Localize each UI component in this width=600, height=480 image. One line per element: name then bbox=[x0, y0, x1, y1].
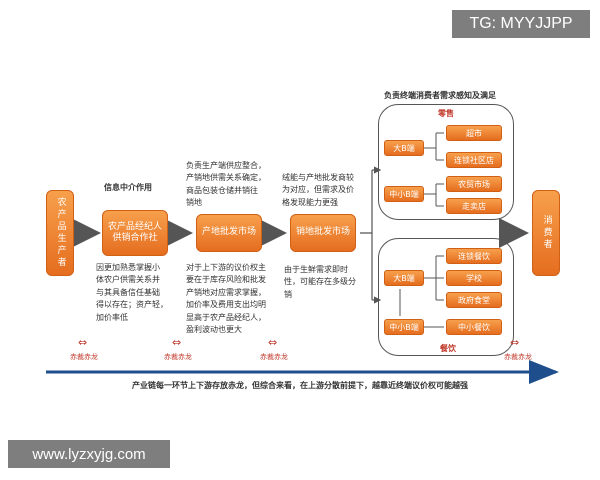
node-producer-label: 农产品生产者 bbox=[55, 197, 66, 269]
note-origin-bottom-text: 对于上下游的议价权主 要在于库存风险和批发 产销地对应需求掌握， 加价率及费用支… bbox=[186, 263, 266, 334]
label-catering-text: 餐饮 bbox=[440, 344, 456, 353]
retail-supermarket-label: 超市 bbox=[466, 128, 482, 138]
retail-street-vendor: 走卖店 bbox=[446, 198, 502, 214]
watermark-top-text: TG: MYYJJPP bbox=[469, 15, 573, 32]
node-sales-market: 销地批发市场 bbox=[290, 214, 356, 252]
catering-chain-restaurant: 连锁餐饮 bbox=[446, 248, 502, 264]
retail-farmers-market-label: 农贸市场 bbox=[458, 179, 490, 189]
retail-farmers-market: 农贸市场 bbox=[446, 176, 502, 192]
retail-large-b-label: 大B端 bbox=[393, 143, 415, 153]
red-label-2-text: 赤裁赤龙 bbox=[164, 353, 192, 361]
note-broker-desc: 因更加熟悉掌握小 体农户供需关系并 与其具备信任基础 得以存在；资产轻， 加价率… bbox=[96, 262, 186, 324]
catering-large-b: 大B端 bbox=[384, 270, 424, 286]
retail-small-b-label: 中小B端 bbox=[389, 189, 419, 199]
node-producer: 农产品生产者 bbox=[46, 190, 74, 276]
red-label-1-text: 赤裁赤龙 bbox=[70, 353, 98, 361]
node-origin-market-label: 产地批发市场 bbox=[201, 227, 256, 238]
note-sales-top: 绒能与产地批发商较 为对应，但需求及价 格发现能力更强 bbox=[282, 172, 374, 209]
label-catering: 餐饮 bbox=[440, 343, 456, 355]
node-sales-market-label: 销地批发市场 bbox=[295, 227, 350, 238]
catering-small-restaurant: 中小餐饮 bbox=[446, 319, 502, 335]
red-label-4: 赤裁赤龙 bbox=[504, 352, 532, 362]
note-info-intermediary-text: 信息中介作用 bbox=[104, 183, 152, 192]
watermark-top: TG: MYYJJPP bbox=[452, 10, 590, 38]
red-label-3-text: 赤裁赤龙 bbox=[260, 353, 288, 361]
red-arrow-1: ⇔ bbox=[78, 336, 88, 349]
label-retail: 零售 bbox=[438, 108, 454, 120]
retail-chain-store: 连锁社区店 bbox=[446, 152, 502, 168]
red-label-4-text: 赤裁赤龙 bbox=[504, 353, 532, 361]
retail-small-b: 中小B端 bbox=[384, 186, 424, 202]
node-origin-market: 产地批发市场 bbox=[196, 214, 262, 252]
catering-gov-canteen-label: 政府食堂 bbox=[458, 295, 490, 305]
label-retail-text: 零售 bbox=[438, 109, 454, 118]
group-retail bbox=[378, 104, 514, 220]
watermark-bottom: www.lyzxyjg.com bbox=[8, 440, 170, 468]
note-broker-desc-text: 因更加熟悉掌握小 体农户供需关系并 与其具备信任基础 得以存在；资产轻， 加价率… bbox=[96, 263, 168, 322]
red-arrow-2: ⇔ bbox=[172, 336, 182, 349]
retail-large-b: 大B端 bbox=[384, 140, 424, 156]
group-catering bbox=[378, 238, 514, 356]
catering-small-restaurant-label: 中小餐饮 bbox=[458, 322, 490, 332]
note-sales-top-text: 绒能与产地批发商较 为对应，但需求及价 格发现能力更强 bbox=[282, 173, 354, 207]
note-origin-bottom: 对于上下游的议价权主 要在于库存风险和批发 产销地对应需求掌握， 加价率及费用支… bbox=[186, 262, 284, 336]
bottom-caption-text: 产业链每一环节上下游存放赤龙，但综合来看，在上游分散前提下，越靠近终端议价权可能… bbox=[132, 381, 468, 390]
retail-chain-store-label: 连锁社区店 bbox=[454, 155, 494, 165]
catering-school-label: 学校 bbox=[466, 273, 482, 283]
retail-supermarket: 超市 bbox=[446, 125, 502, 141]
note-sales-bottom-text: 由于生鲜需求即时 性，可能存在多级分 销 bbox=[284, 265, 356, 299]
catering-large-b-label: 大B端 bbox=[393, 273, 415, 283]
note-retail-header: 负责终端消费者需求感知及满足 bbox=[384, 90, 496, 102]
watermark-bottom-text: www.lyzxyjg.com bbox=[32, 445, 146, 463]
catering-small-b: 中小B端 bbox=[384, 319, 424, 335]
red-label-2: 赤裁赤龙 bbox=[164, 352, 192, 362]
node-consumer: 消费者 bbox=[532, 190, 560, 276]
note-info-intermediary: 信息中介作用 bbox=[104, 182, 152, 194]
note-origin-top: 负责生产端供应整合， 产销地供需关系确定， 商品包装仓储并销往 销地 bbox=[186, 160, 286, 210]
bottom-caption: 产业链每一环节上下游存放赤龙，但综合来看，在上游分散前提下，越靠近终端议价权可能… bbox=[0, 380, 600, 392]
note-retail-header-text: 负责终端消费者需求感知及满足 bbox=[384, 91, 496, 100]
red-label-3: 赤裁赤龙 bbox=[260, 352, 288, 362]
node-consumer-label: 消费者 bbox=[541, 215, 552, 251]
red-arrow-3: ⇔ bbox=[268, 336, 278, 349]
node-broker: 农产品经纪人 供销合作社 bbox=[102, 210, 168, 256]
catering-small-b-label: 中小B端 bbox=[389, 322, 419, 332]
catering-chain-restaurant-label: 连锁餐饮 bbox=[458, 251, 490, 261]
catering-gov-canteen: 政府食堂 bbox=[446, 292, 502, 308]
branch-main bbox=[360, 170, 373, 300]
node-broker-label: 农产品经纪人 供销合作社 bbox=[107, 221, 162, 243]
red-arrow-4: ⇔ bbox=[510, 336, 520, 349]
retail-street-vendor-label: 走卖店 bbox=[462, 201, 486, 211]
note-origin-top-text: 负责生产端供应整合， 产销地供需关系确定， 商品包装仓储并销往 销地 bbox=[186, 161, 266, 208]
note-sales-bottom: 由于生鲜需求即时 性，可能存在多级分 销 bbox=[284, 264, 370, 301]
red-label-1: 赤裁赤龙 bbox=[70, 352, 98, 362]
catering-school: 学校 bbox=[446, 270, 502, 286]
